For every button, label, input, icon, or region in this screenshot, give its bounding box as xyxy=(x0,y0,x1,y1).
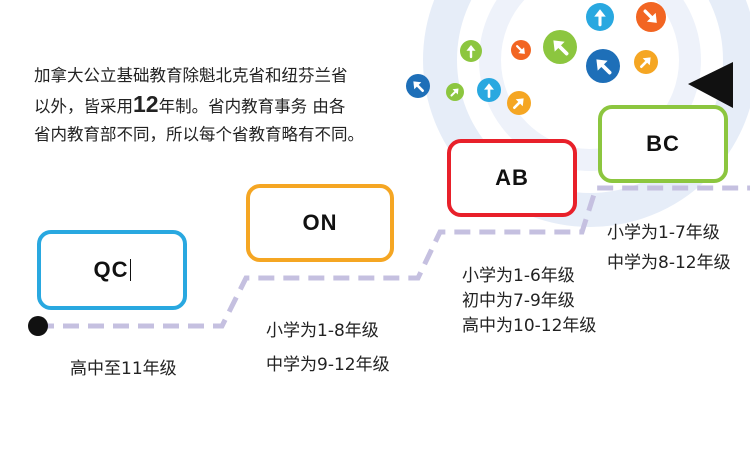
note-bc-1: 小学为1-7年级 xyxy=(607,223,720,243)
note-ab-3: 高中为10-12年级 xyxy=(462,316,597,336)
note-ab-2: 初中为7-9年级 xyxy=(462,291,575,311)
text-cursor xyxy=(129,259,131,281)
intro-line-2a: 以外，皆采用 xyxy=(34,97,133,116)
province-notes-qc: 高中至11年级 xyxy=(70,356,177,382)
note-bc-2: 中学为8-12年级 xyxy=(607,253,731,273)
province-box-bc: BC xyxy=(598,105,728,183)
province-box-ab: AB xyxy=(447,139,577,217)
province-notes-bc: 小学为1-7年级 中学为8-12年级 xyxy=(607,218,731,278)
arrow-up-right-icon xyxy=(507,91,531,115)
note-qc-1: 高中至11年级 xyxy=(70,359,177,379)
intro-line-1: 加拿大公立基础教育除魁北克省和纽芬兰省 xyxy=(34,66,348,85)
note-ab-1: 小学为1-6年级 xyxy=(462,266,575,286)
province-box-qc: QC xyxy=(37,230,187,310)
arrow-up-right-icon xyxy=(446,83,464,101)
province-notes-on: 小学为1-8年级 中学为9-12年级 xyxy=(266,314,390,382)
note-on-1: 小学为1-8年级 xyxy=(266,321,379,341)
arrow-up-icon xyxy=(477,78,501,102)
province-notes-ab: 小学为1-6年级 初中为7-9年级 高中为10-12年级 xyxy=(462,264,596,339)
arrow-down-right-icon xyxy=(636,1,666,32)
intro-line-2b: 年制。省内教育事务 由各 xyxy=(158,97,346,116)
arrow-bubbles xyxy=(406,1,666,115)
intro-paragraph: 加拿大公立基础教育除魁北克省和纽芬兰省 以外，皆采用12年制。省内教育事务 由各… xyxy=(34,62,414,149)
province-box-on: ON xyxy=(246,184,394,262)
arrow-up-left-icon xyxy=(586,49,620,83)
province-code-bc: BC xyxy=(646,131,680,156)
note-on-2: 中学为9-12年级 xyxy=(266,355,390,375)
arrow-up-right-icon xyxy=(634,50,658,74)
province-code-ab: AB xyxy=(495,165,529,190)
arrow-down-right-icon xyxy=(511,40,531,60)
province-code-on: ON xyxy=(302,210,338,235)
start-dot xyxy=(28,316,48,336)
decor-ring-inner xyxy=(479,0,701,171)
arrow-up-icon xyxy=(586,3,614,31)
arrow-up-icon xyxy=(460,40,482,62)
arrow-up-left-icon xyxy=(406,74,430,98)
arrow-up-left-icon xyxy=(543,29,577,64)
province-code-qc: QC xyxy=(93,257,129,282)
dashed-step-line xyxy=(38,185,750,329)
play-left-icon xyxy=(688,62,733,108)
intro-years-number: 12 xyxy=(133,91,159,117)
intro-line-3: 省内教育部不同，所以每个省教育略有不同。 xyxy=(34,125,364,144)
